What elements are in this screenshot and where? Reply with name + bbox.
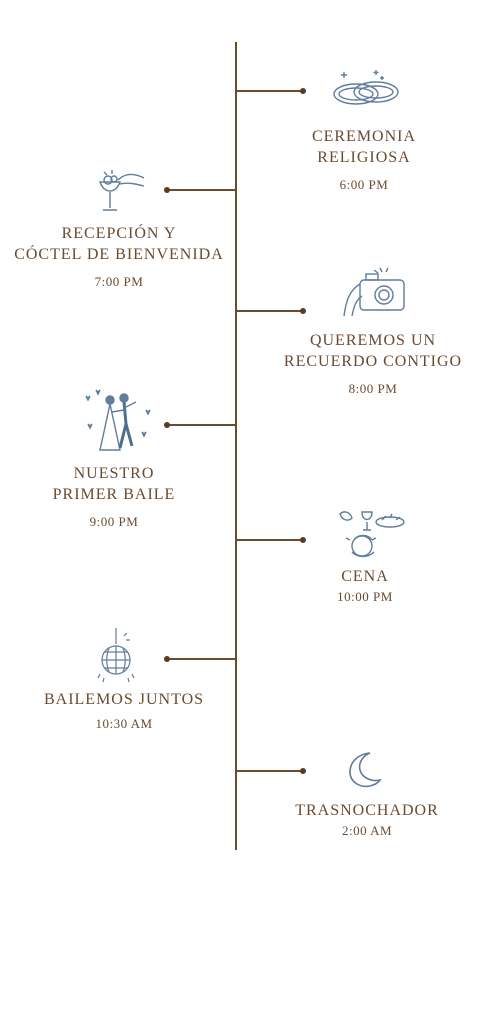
event-time: 2:00 AM (341, 823, 393, 838)
event-bailemos: BAILEMOS JUNTOS 10:30 AM (40, 689, 208, 732)
crescent-moon-icon (346, 750, 384, 790)
timeline-dot (164, 422, 170, 428)
timeline-dot (300, 308, 306, 314)
disco-ball-icon (96, 628, 136, 684)
timeline-branch (236, 90, 304, 92)
dinner-table-icon (334, 508, 410, 560)
event-cena: CENA 10:00 PM (300, 566, 430, 605)
event-title: RECEPCIÓN Y CÓCTEL DE BIENVENIDA (14, 225, 224, 263)
event-title: TRASNOCHADOR (295, 802, 439, 819)
dancing-couple-icon (80, 388, 154, 460)
event-time: 10:00 PM (337, 589, 393, 604)
timeline-branch (236, 539, 304, 541)
cocktail-glass-icon (94, 168, 148, 216)
event-time: 9:00 PM (89, 514, 139, 529)
event-time: 8:00 PM (348, 381, 398, 396)
event-title: NUESTRO PRIMER BAILE (52, 465, 176, 503)
event-trasnochador: TRASNOCHADOR 2:00 AM (285, 800, 449, 839)
event-time: 6:00 PM (339, 177, 389, 192)
event-primer-baile: NUESTRO PRIMER BAILE 9:00 PM (44, 463, 184, 530)
timeline-dot (300, 88, 306, 94)
event-title: CEREMONIA RELIGIOSA (311, 128, 417, 166)
timeline-branch (236, 310, 304, 312)
timeline-dot (164, 187, 170, 193)
event-recepcion: RECEPCIÓN Y CÓCTEL DE BIENVENIDA 7:00 PM (14, 223, 224, 290)
timeline-branch (236, 770, 304, 772)
event-ceremonia: CEREMONIA RELIGIOSA 6:00 PM (280, 126, 448, 193)
camera-icon (340, 266, 410, 318)
event-recuerdo: QUEREMOS UN RECUERDO CONTIGO 8:00 PM (278, 330, 468, 397)
event-title: CENA (341, 568, 389, 585)
timeline-branch (168, 189, 236, 191)
event-title: QUEREMOS UN RECUERDO CONTIGO (283, 332, 463, 370)
event-time: 10:30 AM (95, 716, 153, 731)
timeline-dot (164, 656, 170, 662)
timeline-dot (300, 768, 306, 774)
timeline-branch (168, 424, 236, 426)
wedding-rings-icon (330, 66, 404, 110)
event-time: 7:00 PM (94, 274, 144, 289)
timeline-dot (300, 537, 306, 543)
timeline-branch (168, 658, 236, 660)
event-title: BAILEMOS JUNTOS (43, 691, 205, 708)
timeline-axis (235, 42, 237, 850)
